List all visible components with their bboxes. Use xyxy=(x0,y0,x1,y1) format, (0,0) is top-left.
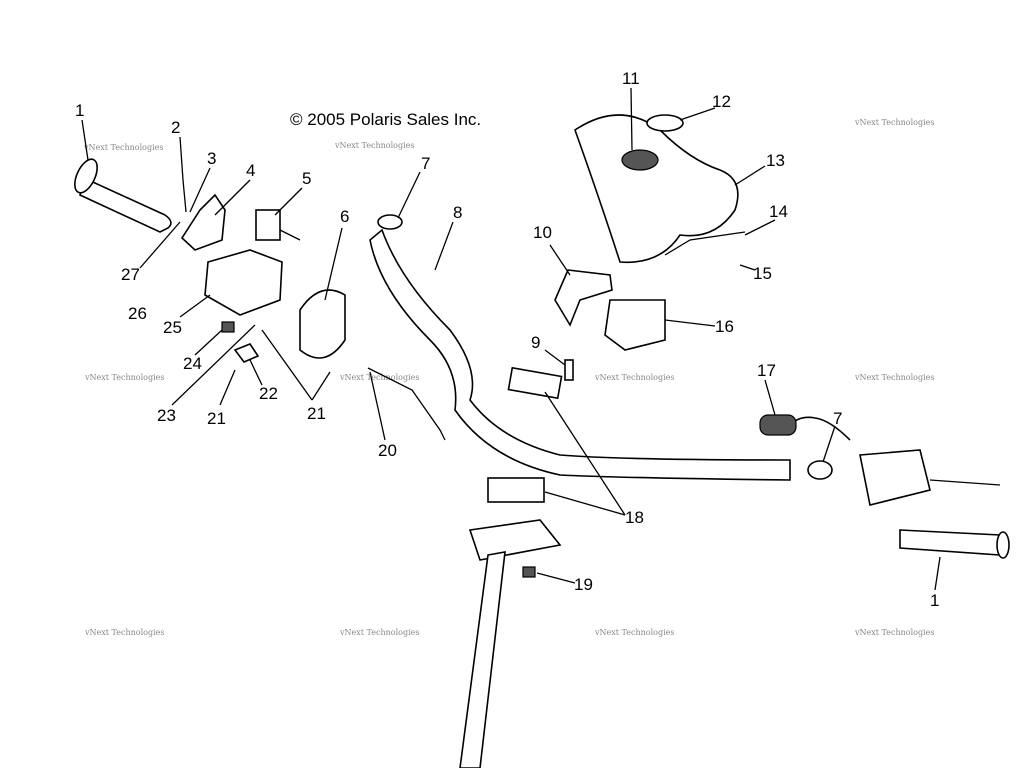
watermark-text: vNext Technologies xyxy=(339,628,419,637)
callout-27: 27 xyxy=(121,265,140,284)
callout-12: 12 xyxy=(712,92,731,111)
clamp-18-bottom xyxy=(487,477,545,503)
callout-2: 2 xyxy=(171,118,180,137)
grip-right xyxy=(899,529,1001,556)
callout-9: 9 xyxy=(531,333,540,352)
housing-25 xyxy=(204,249,283,316)
throttle-housing xyxy=(859,449,931,506)
callout-19: 19 xyxy=(574,575,593,594)
grip-17 xyxy=(759,414,797,436)
cover-10 xyxy=(554,269,613,327)
callout-11: 11 xyxy=(622,69,640,88)
steering-plate xyxy=(468,519,562,561)
switch-housing-6 xyxy=(299,289,346,359)
watermark-text: vNext Technologies xyxy=(854,628,934,637)
callout-18: 18 xyxy=(625,508,644,527)
switch-5 xyxy=(255,209,281,241)
watermark-text: vNext Technologies xyxy=(84,628,164,637)
clamp-18-top xyxy=(507,366,563,400)
callout-8: 8 xyxy=(453,203,462,222)
bolt-9 xyxy=(564,359,574,381)
callout-7-left: 7 xyxy=(421,154,430,173)
gauge-11 xyxy=(621,149,659,171)
handlebar-8 xyxy=(369,228,791,481)
callout-22: 22 xyxy=(259,384,278,403)
watermark-text: vNext Technologies xyxy=(854,373,934,382)
callout-1-right: 1 xyxy=(930,591,939,610)
nut-19 xyxy=(522,566,536,578)
copyright-text: © 2005 Polaris Sales Inc. xyxy=(290,110,481,129)
bracket-4 xyxy=(180,193,226,251)
callout-14: 14 xyxy=(769,202,788,221)
callout-20: 20 xyxy=(378,441,397,460)
headlight-pod-13 xyxy=(574,114,739,264)
watermark-text: vNext Technologies xyxy=(339,373,419,382)
watermark-text: vNext Technologies xyxy=(594,628,674,637)
nut-24 xyxy=(221,321,235,333)
callout-3: 3 xyxy=(207,149,216,168)
callout-4: 4 xyxy=(246,161,255,180)
plug-7-right xyxy=(807,460,833,480)
cable-20 xyxy=(367,367,446,441)
callouts: 1 2 3 4 5 6 7 8 9 10 11 12 13 14 15 16 1… xyxy=(75,69,939,610)
steering-post xyxy=(459,551,506,768)
callout-7-right: 7 xyxy=(833,409,842,428)
cover-16 xyxy=(604,299,666,351)
callout-17: 17 xyxy=(757,361,776,380)
callout-13: 13 xyxy=(766,151,785,170)
watermark-text: vNext Technologies xyxy=(334,141,414,150)
callout-23: 23 xyxy=(157,406,176,425)
watermark-text: vNext Technologies xyxy=(854,118,934,127)
grip-left xyxy=(74,158,172,233)
watermark-text: vNext Technologies xyxy=(594,373,674,382)
screw-2 xyxy=(182,179,187,213)
callout-5: 5 xyxy=(302,169,311,188)
grip-right-end xyxy=(996,531,1010,559)
plug-7-left xyxy=(377,214,403,230)
callout-25: 25 xyxy=(163,318,182,337)
callout-10: 10 xyxy=(533,223,552,242)
callout-6: 6 xyxy=(340,207,349,226)
callout-1-left: 1 xyxy=(75,101,84,120)
callout-24: 24 xyxy=(183,354,202,373)
parts xyxy=(74,114,1010,768)
callout-21-b: 21 xyxy=(307,404,326,423)
callout-16: 16 xyxy=(715,317,734,336)
watermark-text: vNext Technologies xyxy=(83,143,163,152)
callout-15: 15 xyxy=(753,264,772,283)
lens-12 xyxy=(646,114,684,132)
callout-21-a: 21 xyxy=(207,409,226,428)
leader-lines xyxy=(81,87,941,591)
cover-22 xyxy=(233,343,260,363)
watermark-text: vNext Technologies xyxy=(84,373,164,382)
watermarks: vNext Technologies vNext Technologies vNex… xyxy=(83,118,934,637)
callout-26: 26 xyxy=(128,304,147,323)
